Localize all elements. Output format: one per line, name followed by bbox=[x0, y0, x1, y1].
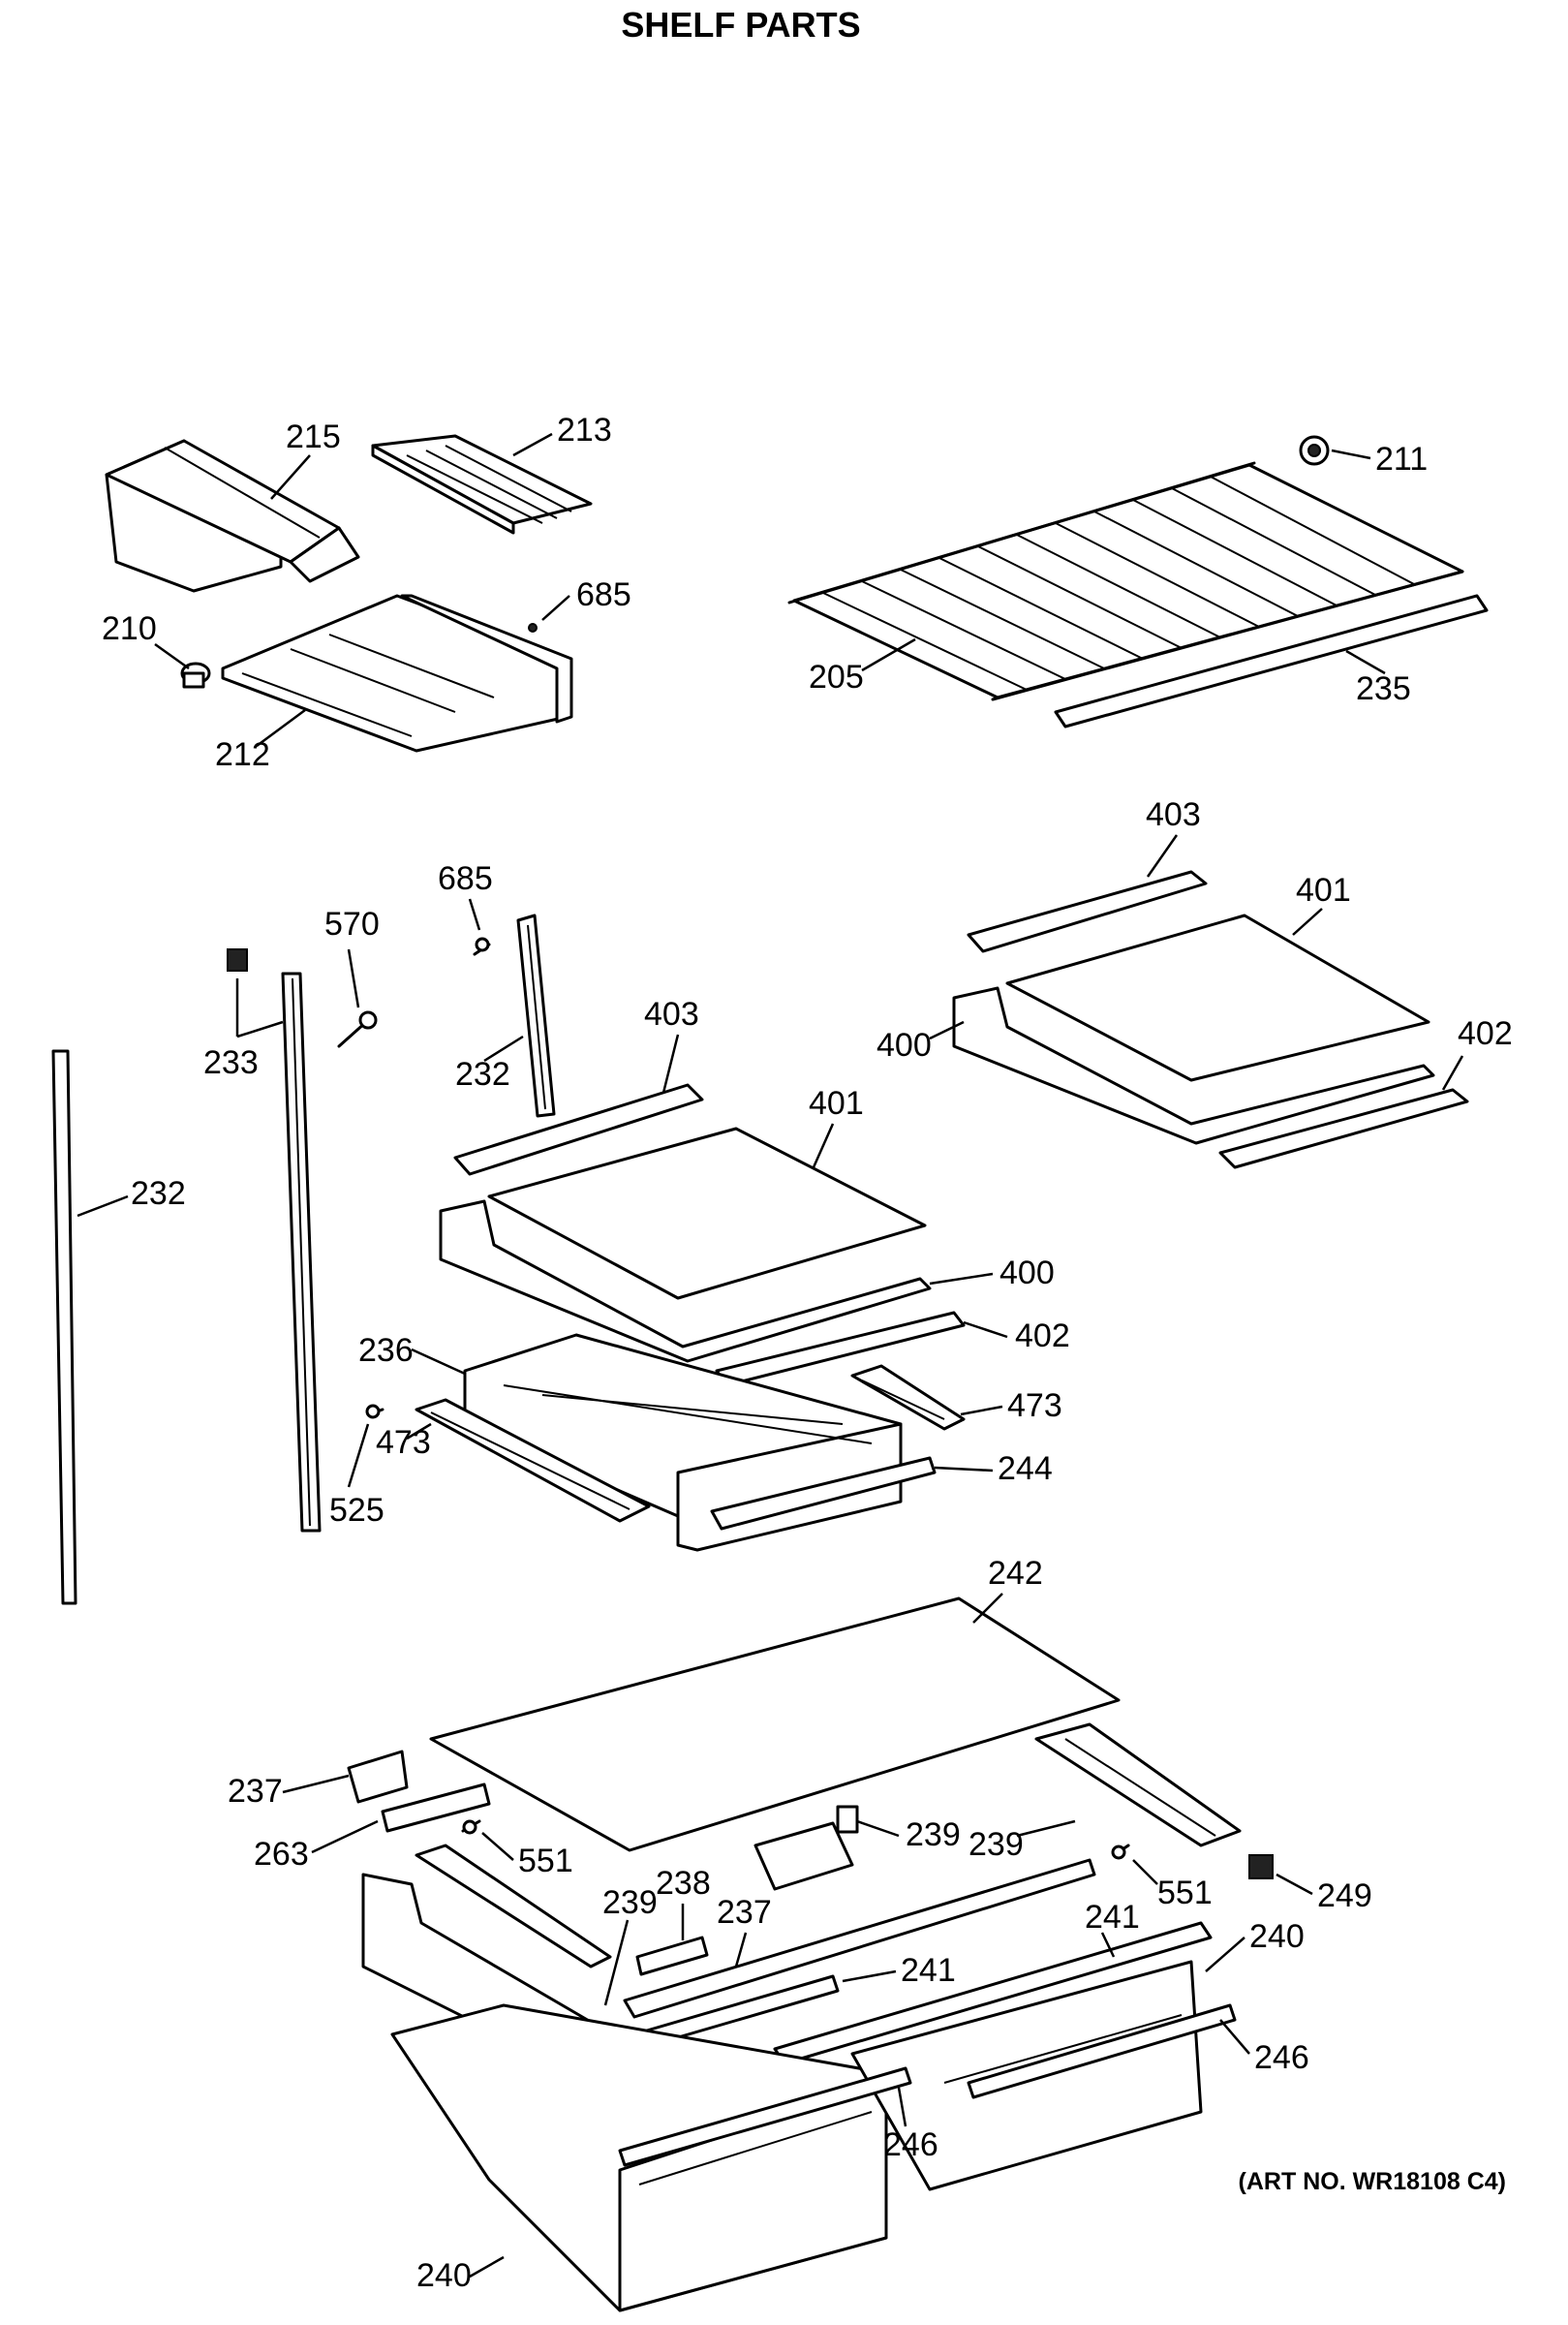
part-551-screw-right bbox=[1111, 1844, 1130, 1860]
part-570-screw bbox=[337, 1010, 378, 1048]
callout-241-right: 241 bbox=[1085, 1899, 1140, 1936]
callout-551-left: 551 bbox=[518, 1843, 573, 1879]
part-400-frame-center bbox=[439, 1199, 932, 1363]
callout-211: 211 bbox=[1375, 441, 1428, 478]
callout-241-left: 241 bbox=[901, 1952, 956, 1989]
callout-246-left: 246 bbox=[883, 2126, 938, 2163]
callout-525: 525 bbox=[329, 1492, 384, 1529]
part-525-screw bbox=[365, 1404, 384, 1419]
callout-215: 215 bbox=[286, 418, 341, 455]
part-249-clip bbox=[1248, 1854, 1274, 1879]
callout-570: 570 bbox=[324, 906, 380, 943]
callout-240-left: 240 bbox=[416, 2257, 472, 2294]
part-237-center-rail bbox=[623, 1858, 1096, 2019]
part-473-slide-right bbox=[850, 1364, 966, 1431]
part-rail-left bbox=[415, 1844, 612, 1968]
callout-205: 205 bbox=[809, 659, 864, 696]
art-number: (ART NO. WR18108 C4) bbox=[1239, 2168, 1506, 2195]
part-242-crisper-glass bbox=[429, 1596, 1121, 1852]
callout-232-left: 232 bbox=[131, 1175, 186, 1212]
callout-242: 242 bbox=[988, 1555, 1043, 1592]
callout-232-upper: 232 bbox=[455, 1056, 510, 1093]
part-473-slide-left bbox=[415, 1398, 651, 1523]
callout-244: 244 bbox=[998, 1450, 1053, 1487]
part-685-screw bbox=[528, 623, 538, 633]
part-213-egg-tray bbox=[371, 434, 593, 535]
part-236-meat-pan bbox=[463, 1333, 903, 1552]
part-402-front-trim-right bbox=[1218, 1088, 1469, 1169]
part-238-support bbox=[635, 1936, 709, 1976]
callout-473-right: 473 bbox=[1007, 1387, 1062, 1424]
callout-240-right: 240 bbox=[1249, 1918, 1305, 1955]
callout-249: 249 bbox=[1317, 1877, 1372, 1914]
part-551-screw-left bbox=[461, 1819, 481, 1835]
callout-239-left: 239 bbox=[602, 1884, 658, 1921]
callout-238: 238 bbox=[656, 1865, 711, 1902]
part-232-ladder-upper bbox=[516, 914, 556, 1118]
part-246-handle-right bbox=[967, 2003, 1237, 2099]
part-237-support-left bbox=[347, 1750, 409, 1804]
part-237-support-right bbox=[1034, 1722, 1242, 1847]
callout-400-center: 400 bbox=[999, 1255, 1055, 1291]
part-403-rear-trim-right bbox=[967, 870, 1208, 953]
part-233-clip bbox=[227, 948, 248, 972]
callout-400-right: 400 bbox=[876, 1027, 932, 1064]
callout-239-right: 239 bbox=[968, 1826, 1024, 1863]
callout-210: 210 bbox=[102, 610, 157, 647]
callout-239-center: 239 bbox=[906, 1816, 961, 1853]
callout-237-center: 237 bbox=[717, 1894, 772, 1931]
part-244-pan-cover bbox=[710, 1456, 937, 1531]
part-239-bracket-center bbox=[753, 1805, 859, 1891]
callout-237-left: 237 bbox=[228, 1773, 283, 1810]
part-215-door-bin bbox=[105, 439, 360, 593]
part-211-grommet bbox=[1299, 435, 1330, 466]
callout-402-center: 402 bbox=[1015, 1318, 1070, 1354]
callout-236: 236 bbox=[358, 1332, 414, 1369]
part-401-glass-center bbox=[487, 1127, 927, 1300]
callout-235: 235 bbox=[1356, 670, 1411, 707]
callout-246-right: 246 bbox=[1254, 2039, 1309, 2076]
callout-685-upper: 685 bbox=[576, 576, 631, 613]
part-235-shelf-trim bbox=[1054, 594, 1489, 728]
part-401-glass-right bbox=[1005, 914, 1430, 1082]
callout-401-right: 401 bbox=[1296, 872, 1351, 909]
callout-551-right: 551 bbox=[1157, 1875, 1213, 1911]
part-403-rear-trim-center bbox=[453, 1083, 704, 1176]
callout-403-right: 403 bbox=[1146, 796, 1201, 833]
callout-403-center: 403 bbox=[644, 996, 699, 1033]
part-402-front-trim-center bbox=[715, 1311, 966, 1387]
part-400-frame-right bbox=[952, 986, 1435, 1145]
callout-213: 213 bbox=[557, 412, 612, 449]
callout-401-center: 401 bbox=[809, 1085, 864, 1122]
diagram-title: SHELF PARTS bbox=[621, 5, 860, 45]
part-263-support-front bbox=[381, 1782, 491, 1833]
callout-685-lower: 685 bbox=[438, 860, 493, 897]
callout-402-right: 402 bbox=[1458, 1015, 1513, 1052]
callout-233: 233 bbox=[203, 1044, 259, 1081]
part-685-screw-lower bbox=[473, 937, 491, 956]
part-232-rail-left bbox=[51, 1049, 77, 1605]
callout-263: 263 bbox=[254, 1836, 309, 1873]
part-246-handle-left bbox=[618, 2066, 912, 2167]
part-205-wire-shelf bbox=[787, 461, 1464, 701]
part-232-ladder-center bbox=[281, 972, 322, 1533]
part-212-dairy-shelf bbox=[221, 594, 573, 753]
